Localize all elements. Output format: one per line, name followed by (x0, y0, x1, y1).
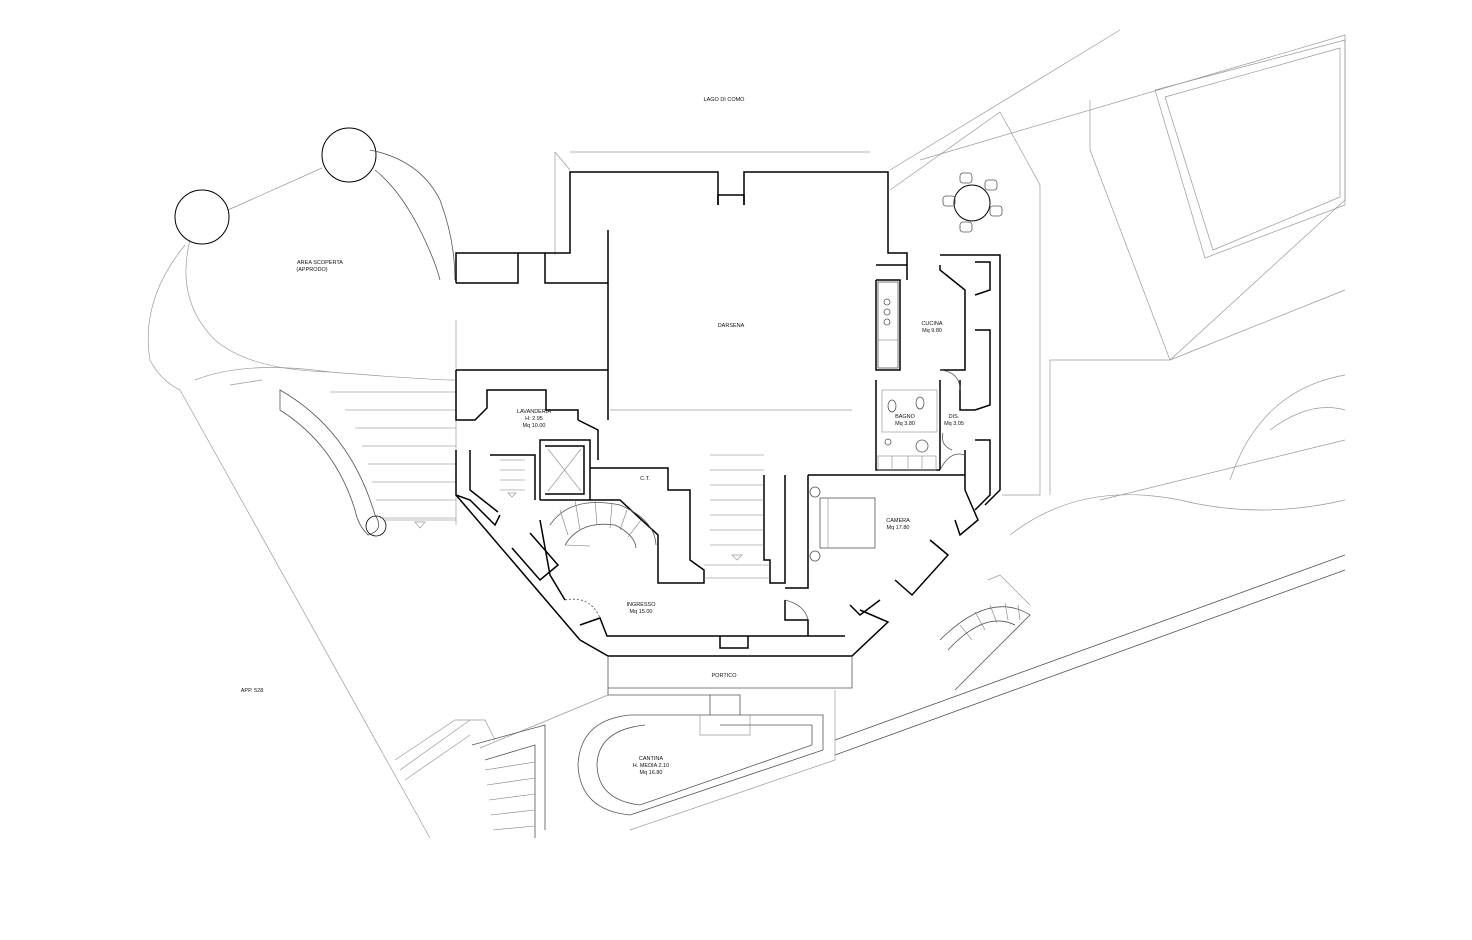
camera-area-label: Mq 17.80 (887, 525, 910, 531)
cantina-label: CANTINA (639, 756, 663, 762)
lake-label: LAGO DI COMO (704, 97, 746, 103)
door-swings (564, 369, 966, 621)
site-context (147, 29, 1346, 839)
bagno-area-label: Mq 3.80 (895, 421, 915, 427)
ingresso-label: INGRESSO (626, 602, 656, 608)
area-scoperta-label: AREA SCOPERTA (297, 260, 343, 266)
darsena-label: DARSENA (718, 323, 745, 329)
parcel-label: APP. 528 (241, 688, 264, 694)
camera-label: CAMERA (886, 518, 910, 524)
bathroom-fixtures (877, 389, 938, 471)
portico-label: PORTICO (712, 673, 738, 679)
small-stair (500, 459, 525, 498)
lavanderia-height-label: H: 2.95 (525, 416, 543, 422)
portico-cantina (471, 656, 853, 838)
tree-icon (174, 127, 377, 245)
lavanderia-label: LAVANDERIA (517, 409, 551, 415)
dis-label: DIS. (949, 414, 960, 420)
east-stair (939, 574, 1031, 691)
room-labels: LAGO DI COMO AREA SCOPERTA (APPRODO) DAR… (241, 97, 964, 776)
cantina-area-label: Mq 16.80 (640, 770, 663, 776)
ct-label: C.T. (640, 476, 650, 482)
ramp (279, 389, 387, 537)
main-stair (704, 454, 770, 579)
ingresso-area-label: Mq 15.00 (630, 609, 653, 615)
spiral-stair (549, 499, 657, 549)
cucina-label: CUCINA (921, 321, 942, 327)
lavanderia-area-label: Mq 10.00 (523, 423, 546, 429)
bed-icon (809, 486, 876, 562)
building-walls (455, 171, 1001, 657)
dis-area-label: Mq 3.05 (944, 421, 964, 427)
cantina-height-label: H. MEDIA 2.10 (633, 763, 669, 769)
kitchen-counter (877, 281, 899, 369)
bagno-label: BAGNO (895, 414, 916, 420)
left-steps (330, 320, 457, 529)
area-approdo-label: (APPRODO) (296, 267, 327, 273)
cucina-area-label: Mq 9.80 (922, 328, 942, 334)
table-icon (942, 172, 1003, 233)
